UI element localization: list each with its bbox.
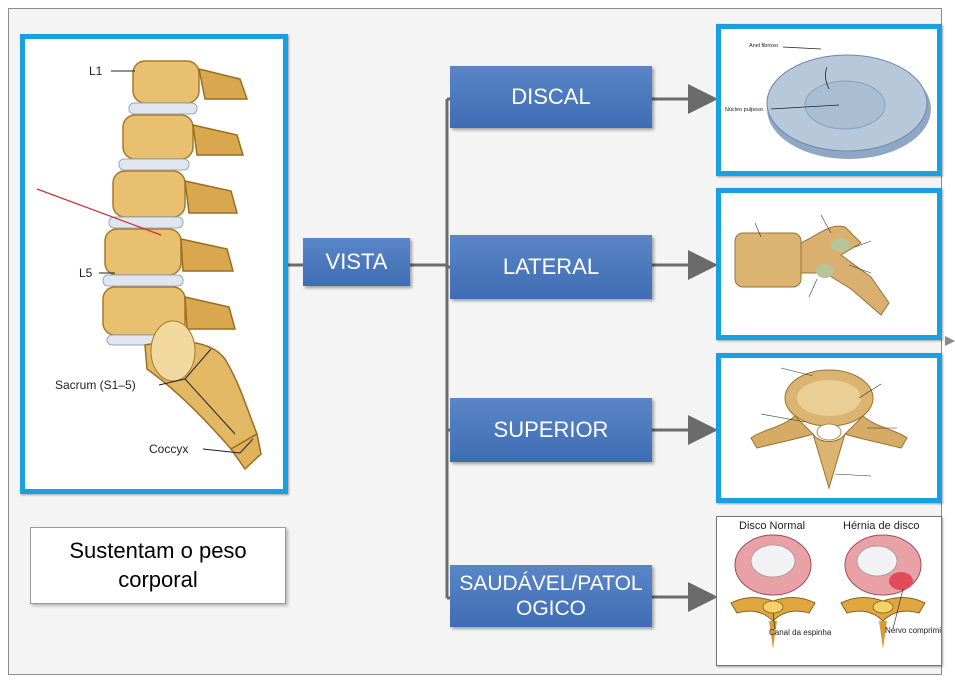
label-l1: L1 <box>89 64 103 78</box>
hernia-comparison-illustration: Disco Normal Hérnia de disco Canal da es… <box>717 517 941 665</box>
hernia-comparison-panel: Disco Normal Hérnia de disco Canal da es… <box>716 516 942 666</box>
node-vista: VISTA <box>303 238 410 286</box>
label-l5: L5 <box>79 266 93 280</box>
label-nucleo-pulposo: Núcleo pulposo <box>725 107 763 113</box>
superior-vertebra-illustration <box>721 358 937 498</box>
label-anel-fibroso: Anel fibroso <box>749 43 778 49</box>
superior-vertebra-panel <box>716 353 942 503</box>
node-discal: DISCAL <box>450 66 652 128</box>
lateral-vertebra-illustration <box>721 193 937 335</box>
spine-image-panel: L1 L5 Sacrum (S1–5) Coccyx <box>20 34 288 494</box>
label-canal-da-espinha: Canal da espinha <box>769 628 832 637</box>
label-coccyx: Coccyx <box>149 442 188 456</box>
intervertebral-disc-illustration: Anel fibroso Núcleo pulposo <box>721 29 937 171</box>
node-saudavel-patologico: SAUDÁVEL/PATOLOGICO <box>450 565 652 627</box>
node-superior: SUPERIOR <box>450 398 652 462</box>
label-sacrum: Sacrum (S1–5) <box>55 378 136 392</box>
frame-edge-arrow <box>945 336 955 346</box>
label-nervo-comprimido: Nervo comprimido <box>885 626 941 635</box>
lateral-vertebra-panel <box>716 188 942 340</box>
note-sustentam: Sustentam o peso corporal <box>30 527 286 604</box>
lumbar-spine-illustration: L1 L5 Sacrum (S1–5) Coccyx <box>25 39 283 489</box>
label-hernia-de-disco: Hérnia de disco <box>843 520 919 532</box>
disc-image-panel: Anel fibroso Núcleo pulposo <box>716 24 942 176</box>
label-disco-normal: Disco Normal <box>739 520 805 532</box>
node-lateral: LATERAL <box>450 235 652 299</box>
